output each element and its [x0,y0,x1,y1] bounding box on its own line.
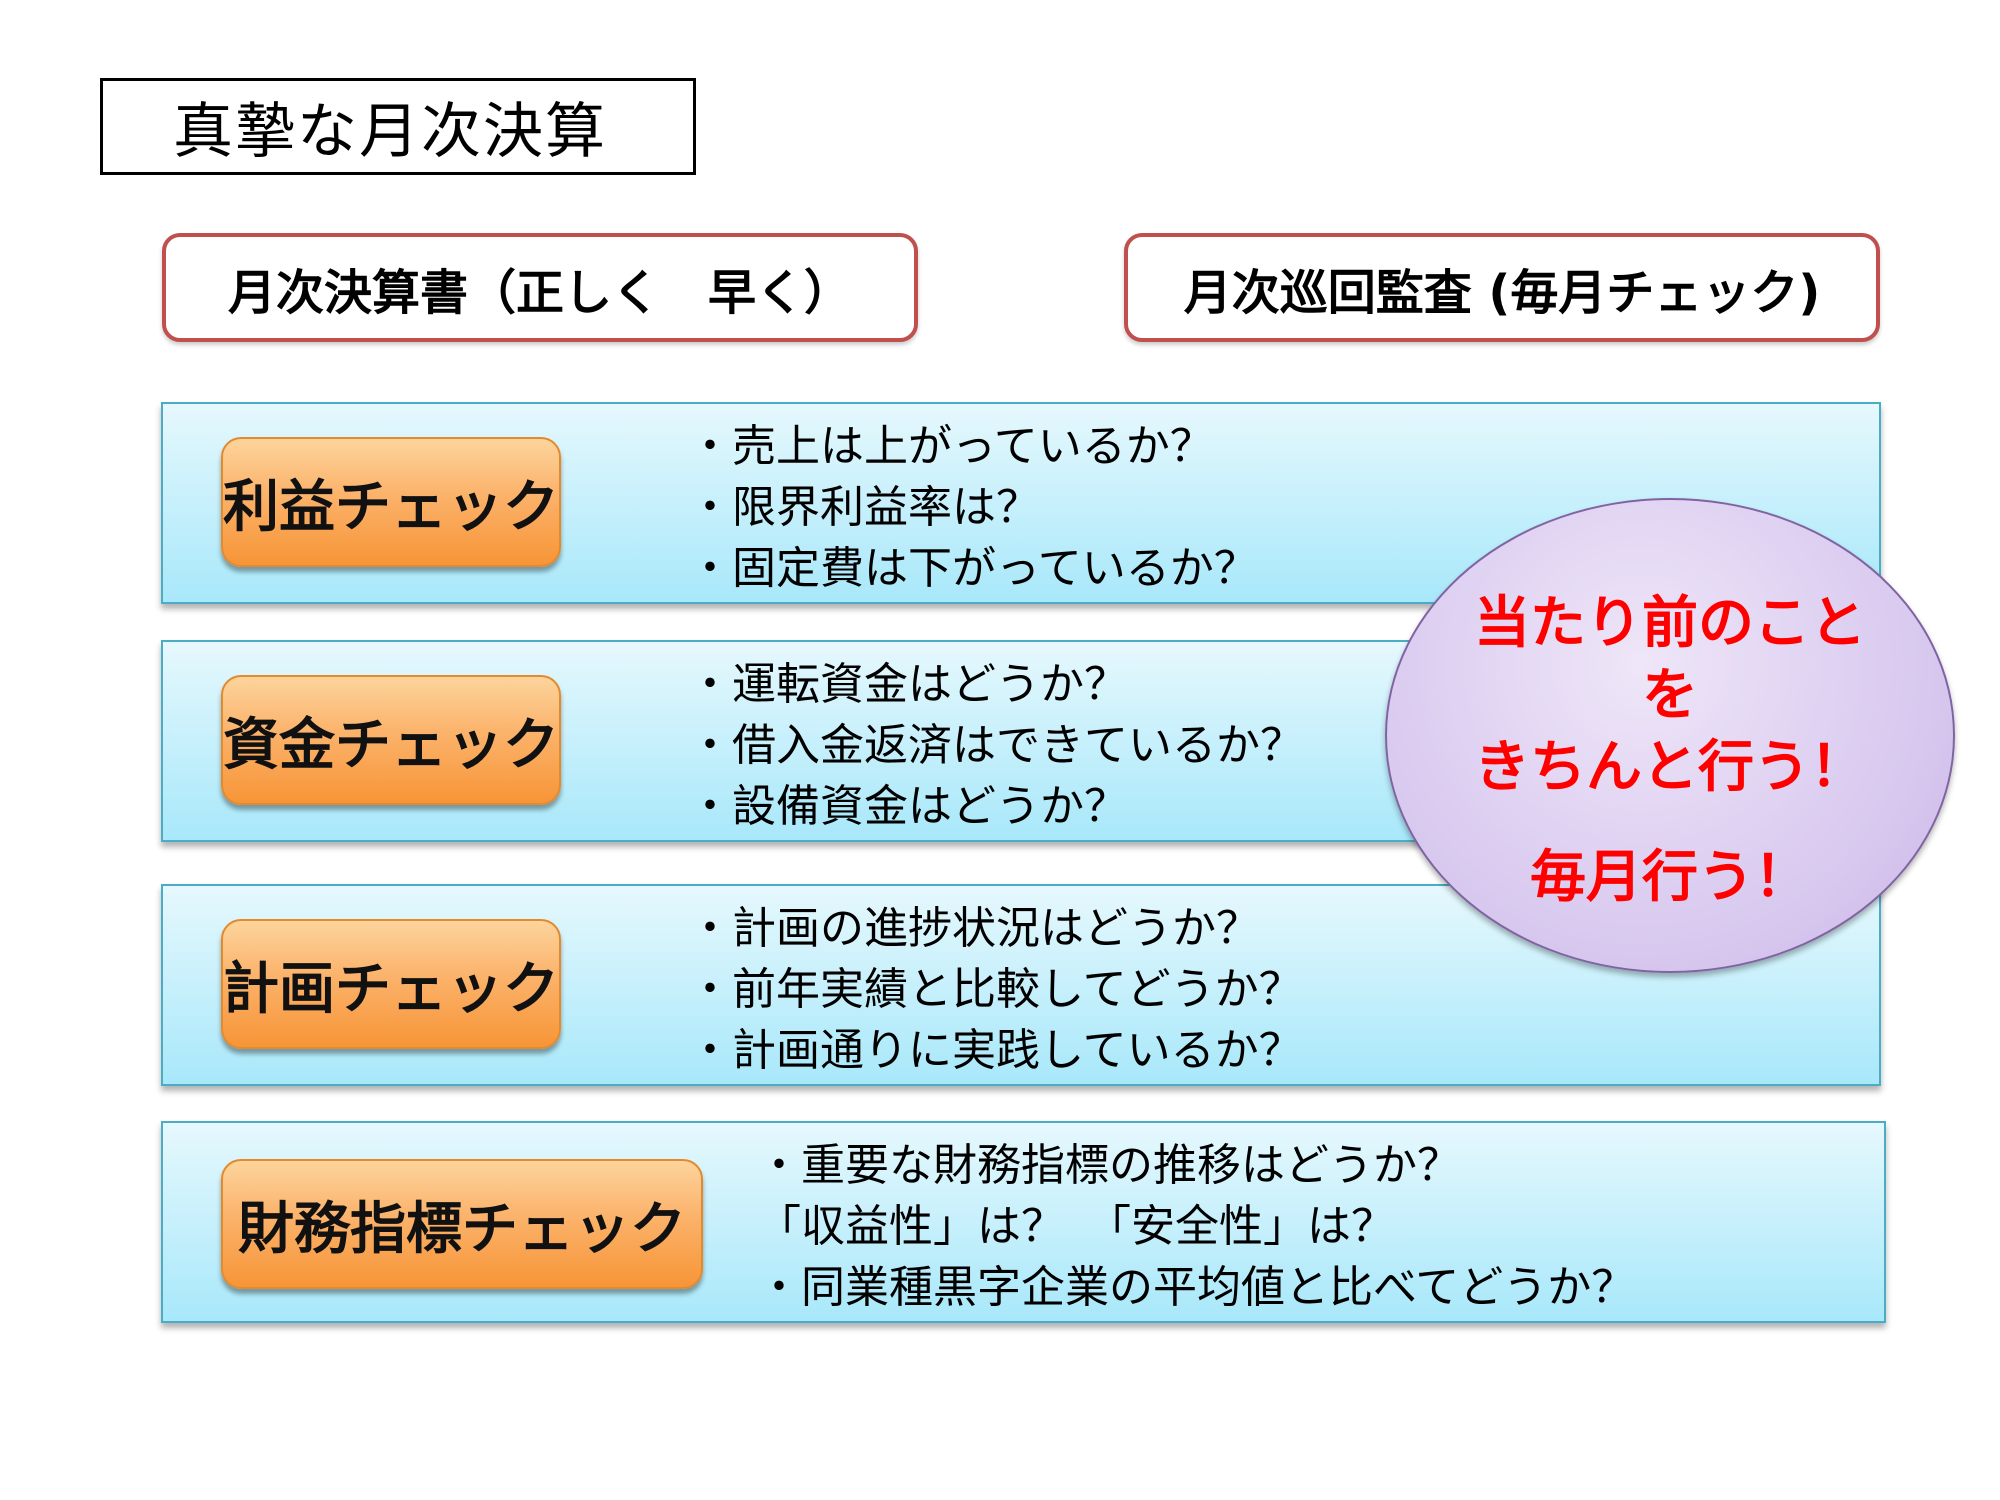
financial-index-check-panel: 財務指標チェック ・重要な財務指標の推移はどうか？ 「収益性」は？ 「安全性」は？… [161,1121,1886,1323]
callout-line: 毎月行う！ [1530,845,1810,910]
callout-circle: 当たり前のこと を きちんと行う！ 毎月行う！ [1385,498,1955,973]
monthly-statement-header: 月次決算書（正しく 早く） [162,233,918,342]
list-item: ・前年実績と比較してどうか？ [688,964,1303,1015]
list-item: ・計画の進捗状況はどうか？ [688,903,1260,954]
profit-check-panel: 利益チェック ・売上は上がっているか？ ・限界利益率は？ ・固定費は下がっているか？ [161,402,1881,604]
monthly-audit-header: 月次巡回監査 (毎月チェック) [1124,233,1880,342]
plan-check-button[interactable]: 計画チェック [221,919,561,1049]
list-item: ・固定費は下がっているか？ [688,543,1258,594]
callout-line: きちんと行う！ [1474,735,1866,800]
list-item: ・借入金返済はできているか？ [688,720,1304,771]
list-item: ・運転資金はどうか？ [688,659,1128,710]
slide-title: 真摯な月次決算 [100,78,696,175]
plan-check-list: ・計画の進捗状況はどうか？ ・前年実績と比較してどうか？ ・計画通りに実践しているか… [688,898,1303,1081]
list-item: ・限界利益率は？ [688,482,1040,533]
list-item: ・設備資金はどうか？ [688,781,1128,832]
funds-check-button[interactable]: 資金チェック [221,675,561,805]
profit-check-button[interactable]: 利益チェック [221,437,561,567]
financial-index-check-list: ・重要な財務指標の推移はどうか？ 「収益性」は？ 「安全性」は？ ・同業種黒字企業の… [757,1135,1635,1318]
list-item: 「収益性」は？ 「安全性」は？ [757,1201,1395,1252]
list-item: ・売上は上がっているか？ [688,421,1214,472]
financial-index-check-button[interactable]: 財務指標チェック [221,1159,703,1289]
list-item: ・同業種黒字企業の平均値と比べてどうか？ [757,1262,1636,1313]
funds-check-list: ・運転資金はどうか？ ・借入金返済はできているか？ ・設備資金はどうか？ [688,654,1304,837]
callout-line: を [1642,663,1698,728]
callout-line: 当たり前のこと [1474,591,1866,656]
profit-check-list: ・売上は上がっているか？ ・限界利益率は？ ・固定費は下がっているか？ [688,416,1258,599]
list-item: ・重要な財務指標の推移はどうか？ [757,1140,1461,1191]
list-item: ・計画通りに実践しているか？ [688,1025,1303,1076]
